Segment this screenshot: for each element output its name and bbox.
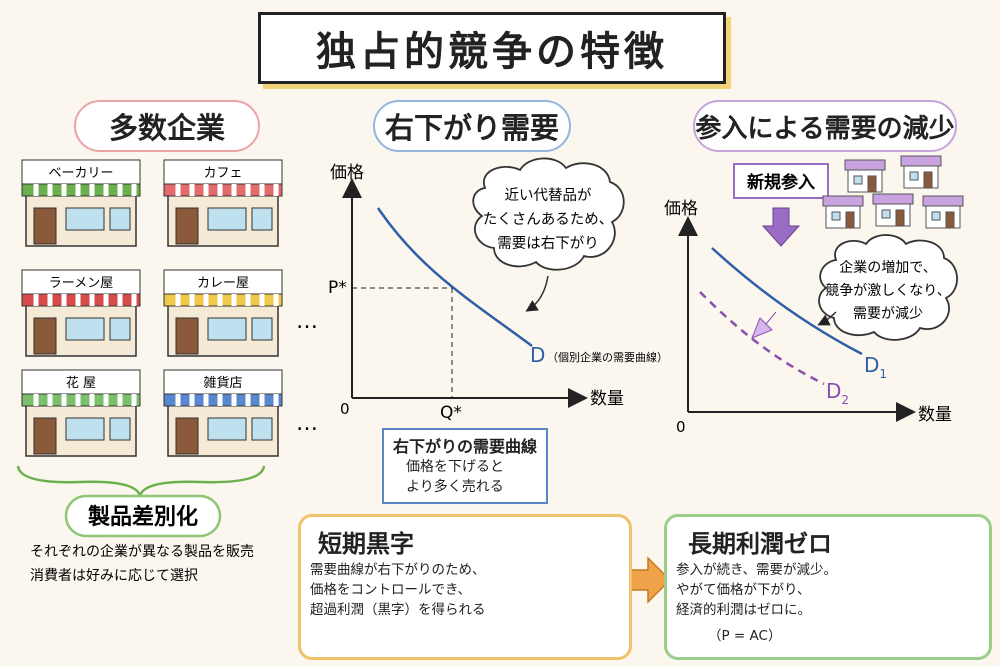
- competition-line1: 企業の増加で、: [839, 259, 936, 276]
- bubble-line3: 需要は右下がり: [497, 235, 599, 252]
- entry-down-arrow: [761, 207, 801, 247]
- shop-cafe: カフェ: [163, 159, 283, 247]
- shop-label-curry: カレー屋: [197, 276, 249, 291]
- entry-origin: 0: [676, 418, 686, 436]
- differentiation-pill: [64, 494, 222, 538]
- demand-graph: 価格 数量 0 P* Q* D （個別企業の需要曲線）: [328, 163, 668, 423]
- shop-florist: 花 屋: [21, 369, 141, 457]
- demand-curve: [376, 207, 533, 348]
- demand-curve-d2: [699, 291, 825, 386]
- demand-ylabel: 価格: [330, 163, 364, 183]
- ellipsis-2: …: [296, 411, 318, 436]
- entry-xlabel: 数量: [918, 405, 952, 425]
- shop-general-store: 雑貨店: [163, 369, 283, 457]
- short-run-body: 需要曲線が右下がりのため、 価格をコントロールでき、 超過利潤（黒字）を得られる: [310, 562, 486, 618]
- ellipsis-1: …: [296, 309, 318, 334]
- competition-line3: 需要が減少: [853, 305, 923, 322]
- long-run-title: 長期利潤ゼロ: [688, 530, 832, 558]
- demand-xlabel: 数量: [590, 389, 624, 409]
- shops-brace: [16, 465, 266, 497]
- demand-origin: 0: [340, 400, 350, 418]
- long-run-equation: （P = AC）: [708, 628, 782, 644]
- differentiation-line1: それぞれの企業が異なる製品を販売: [30, 543, 254, 560]
- demand-curve-label: D: [530, 343, 545, 367]
- competition-bubble: 企業の増加で、 競争が激しくなり、 需要が減少: [817, 234, 958, 341]
- demand-shift-arrow: [751, 311, 777, 339]
- shop-label-general-store: 雑貨店: [203, 375, 242, 391]
- shop-label-cafe: カフェ: [203, 166, 242, 181]
- long-run-panel: [664, 514, 992, 660]
- page-title: 独占的競争の特徴: [258, 12, 726, 84]
- new-entry-box: [733, 163, 829, 199]
- entry-ylabel: 価格: [664, 199, 698, 219]
- substitutes-bubble: 近い代替品が たくさんあるため、 需要は右下がり: [472, 157, 625, 312]
- transition-arrow: [629, 556, 672, 604]
- shop-bakery: ベーカリー: [21, 159, 141, 247]
- heading-many-firms: 多数企業: [74, 100, 260, 152]
- callout-line1: 価格を下げると: [406, 459, 504, 475]
- q-star-label: Q*: [440, 403, 462, 423]
- d1-label: D1: [864, 353, 887, 381]
- shop-curry: カレー屋: [163, 269, 283, 357]
- long-run-body: 参入が続き、需要が減少。 やがて価格が下がり、 経済的利潤はゼロに。: [676, 562, 838, 618]
- demand-callout: 右下がりの需要曲線 価格を下げると より多く売れる: [382, 428, 548, 504]
- bubble-line1: 近い代替品が: [505, 187, 592, 204]
- entry-graph: 価格 数量 0 D1 D2: [664, 199, 952, 436]
- competition-line2: 競争が激しくなり、: [825, 282, 950, 299]
- callout-line2: より多く売れる: [406, 479, 504, 495]
- differentiation-line2: 消費者は好みに応じて選択: [30, 568, 198, 584]
- short-run-panel: [298, 514, 632, 660]
- differentiation-heading: 製品差別化: [87, 504, 198, 530]
- new-entry-label: 新規参入: [747, 172, 815, 193]
- short-run-title: 短期黒字: [318, 530, 414, 558]
- callout-title: 右下がりの需要曲線: [392, 437, 537, 456]
- bubble-line2: たくさんあるため、: [483, 211, 614, 228]
- d2-label: D2: [826, 379, 849, 407]
- demand-curve-d1: [711, 247, 863, 356]
- small-houses: [822, 155, 964, 229]
- demand-curve-note: （個別企業の需要曲線）: [547, 350, 668, 364]
- heading-entry: 参入による需要の減少: [693, 100, 957, 152]
- shop-label-ramen: ラーメン屋: [49, 276, 113, 291]
- p-star-label: P*: [328, 278, 347, 298]
- shop-ramen: ラーメン屋: [21, 269, 141, 357]
- shop-label-florist: 花 屋: [66, 375, 96, 391]
- heading-downward-demand: 右下がり需要: [373, 100, 571, 152]
- shop-label-bakery: ベーカリー: [48, 166, 113, 181]
